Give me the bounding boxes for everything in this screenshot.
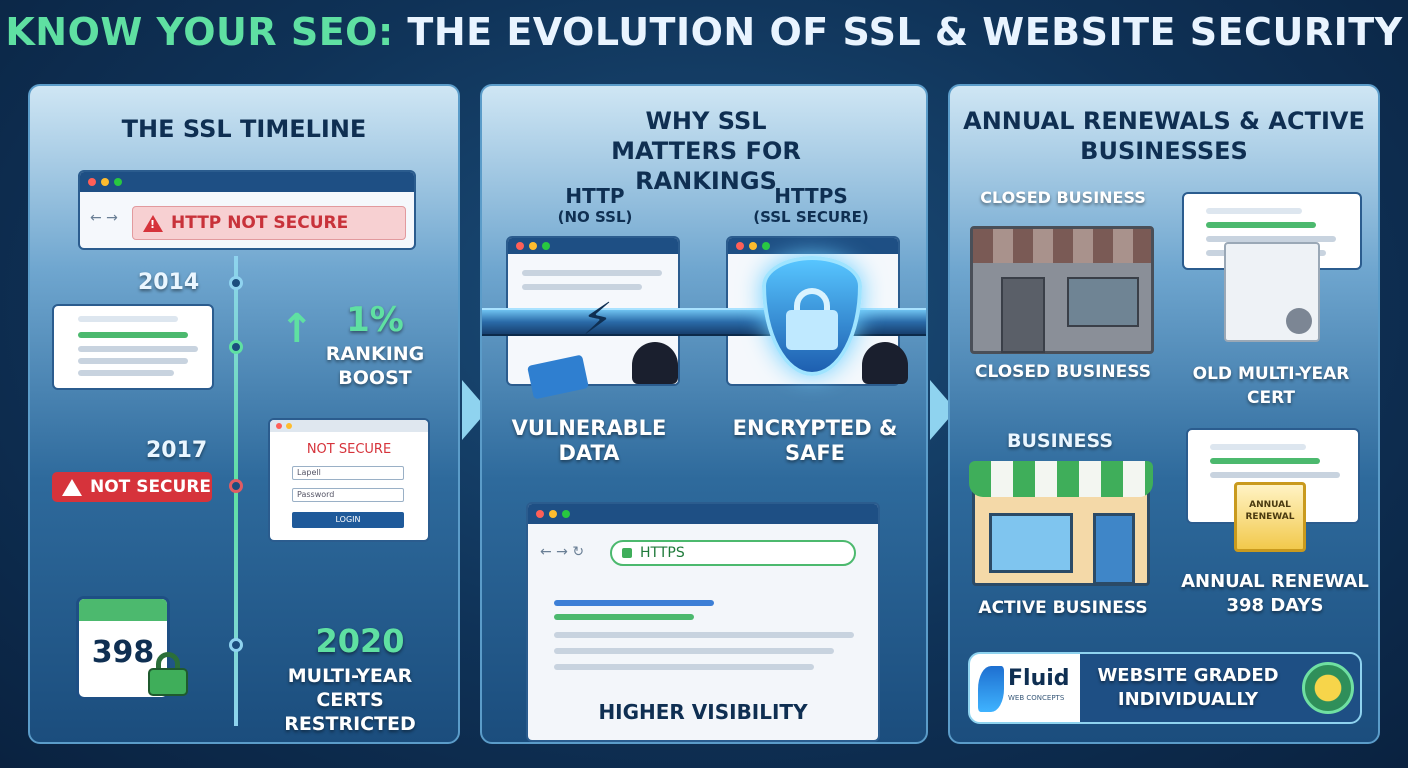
renewal-badge: ANNUAL RENEWAL	[1245, 500, 1295, 522]
restricted-label: MULTI-YEAR CERTS RESTRICTED	[284, 665, 416, 735]
hacker-icon	[862, 342, 908, 384]
why-title: WHY SSL MATTERS FOR RANKINGS	[611, 107, 801, 195]
active-store-icon	[969, 461, 1153, 586]
closed-business-bottom: CLOSED BUSINESS	[975, 362, 1151, 382]
http-warning-bar: HTTP NOT SECURE	[132, 206, 406, 240]
timeline-node-boost	[229, 340, 243, 354]
login-field-username[interactable]: Lapell	[292, 466, 404, 480]
calendar-number: 398	[91, 635, 155, 670]
http-sub: (NO SSL)	[557, 208, 633, 226]
lock-icon	[148, 652, 188, 696]
headline-part2: THE EVOLUTION OF SSL & WEBSITE SECURITY	[407, 10, 1403, 54]
hacker-icon	[632, 342, 678, 384]
business-sign: BUSINESS	[1006, 430, 1114, 452]
nav-arrows-icon: ← →	[90, 210, 118, 226]
encrypted-label: ENCRYPTED & SAFE	[732, 416, 898, 465]
crack-icon: ⚡	[582, 294, 613, 345]
year-2014: 2014	[138, 270, 200, 295]
annual-panel: ANNUAL RENEWALS & ACTIVE BUSINESSES CLOS…	[948, 84, 1380, 744]
logo-main: Fluid	[1008, 666, 1070, 691]
warning-icon	[143, 214, 163, 232]
certificate-icon	[1224, 242, 1320, 342]
nav-arrows-icon: ← → ↻	[540, 544, 585, 560]
renewal-certificate-icon: ANNUAL RENEWAL	[1234, 482, 1306, 552]
boost-label: RANKING BOOST	[325, 343, 425, 389]
year-2020: 2020	[315, 622, 405, 660]
headline: KNOW YOUR SEO: THE EVOLUTION OF SSL & WE…	[0, 10, 1408, 54]
timeline-node-2017	[229, 479, 243, 493]
award-star-icon	[1302, 662, 1354, 714]
timeline-node-2014	[229, 276, 243, 290]
closed-business-top: CLOSED BUSINESS	[980, 188, 1146, 207]
renewal-label: ANNUAL RENEWAL 398 DAYS	[1181, 571, 1369, 616]
http-label: HTTP	[565, 184, 625, 208]
address-bar[interactable]: HTTPS	[610, 540, 856, 566]
graded-card: Fluid WEB CONCEPTS WEBSITE GRADED INDIVI…	[968, 652, 1362, 724]
boost-arrow-icon: ↑	[280, 306, 314, 352]
boost-value: 1%	[346, 300, 404, 340]
address-bar-url: HTTPS	[640, 545, 685, 561]
graded-label: WEBSITE GRADED INDIVIDUALLY	[1097, 665, 1279, 710]
warning-icon	[62, 478, 82, 496]
https-sub: (SSL SECURE)	[753, 208, 869, 226]
search-browser	[52, 304, 214, 390]
vulnerable-label: VULNERABLE DATA	[511, 416, 667, 465]
logo-sub: WEB CONCEPTS	[1008, 694, 1065, 702]
lock-icon	[622, 548, 632, 558]
https-label: HTTPS	[774, 184, 848, 208]
closed-store-icon	[970, 226, 1154, 354]
timeline-panel: THE SSL TIMELINE ← → HTTP NOT SECURE 201…	[28, 84, 460, 744]
not-secure-badge-text: NOT SECURE	[90, 477, 212, 497]
login-field-password[interactable]: Password	[292, 488, 404, 502]
data-pipe	[482, 308, 926, 336]
why-ssl-panel: WHY SSL MATTERS FOR RANKINGS HTTP (NO SS…	[480, 84, 928, 744]
headline-part1: KNOW YOUR SEO:	[5, 10, 394, 54]
http-browser: ← → HTTP NOT SECURE	[78, 170, 416, 250]
old-cert-label: OLD MULTI-YEAR CERT	[1192, 364, 1350, 408]
active-business-label: ACTIVE BUSINESS	[978, 598, 1148, 618]
visibility-label: HIGHER VISIBILITY	[598, 700, 808, 724]
timeline-title: THE SSL TIMELINE	[121, 115, 367, 143]
fluid-logo-icon	[978, 666, 1004, 712]
not-secure-badge: NOT SECURE	[52, 472, 212, 502]
secure-browser: ← → ↻ HTTPS HIGHER VISIBILITY	[526, 502, 880, 742]
login-browser: NOT SECURE Lapell Password LOGIN	[268, 418, 430, 542]
year-2017: 2017	[146, 438, 208, 463]
http-warning-text: HTTP NOT SECURE	[171, 213, 349, 233]
login-header: NOT SECURE	[306, 442, 392, 457]
timeline-node-2020	[229, 638, 243, 652]
annual-title: ANNUAL RENEWALS & ACTIVE BUSINESSES	[963, 107, 1365, 165]
login-button[interactable]: LOGIN	[292, 512, 404, 528]
